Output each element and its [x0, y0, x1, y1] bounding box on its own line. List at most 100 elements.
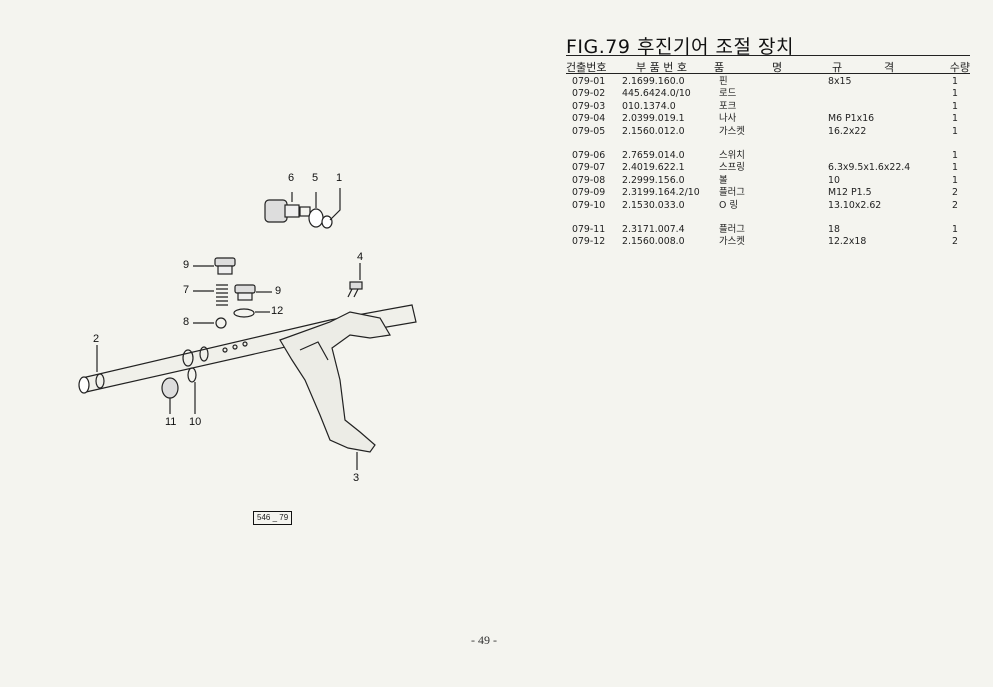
callout-11: 11 — [165, 416, 177, 428]
fork-part — [279, 311, 391, 470]
row-part-no: 2.1560.012.0 — [622, 125, 685, 137]
row-qty: 1 — [952, 223, 958, 235]
callout-12: 12 — [271, 305, 284, 317]
callout-1: 1 — [336, 172, 343, 184]
row-spec: 6.3x9.5x1.6x22.4 — [828, 162, 911, 174]
row-name: 핀 — [719, 76, 728, 87]
row-no: 079-08 — [572, 174, 606, 186]
header-no: 건출번호 — [566, 61, 607, 74]
row-qty: 1 — [952, 125, 958, 137]
row-qty: 1 — [952, 88, 958, 100]
row-spec: 10 — [828, 174, 840, 186]
row-qty: 2 — [952, 187, 958, 199]
row-name: 플러그 — [719, 187, 745, 199]
row-no: 079-12 — [572, 236, 606, 248]
table-row: 079-11 2.3171.007.4 플러그 18 1 — [566, 224, 970, 236]
spring-part — [193, 284, 228, 306]
table-row: 079-06 2.7659.014.0 스위치 1 — [566, 150, 970, 162]
row-no: 079-06 — [572, 149, 606, 161]
row-qty: 1 — [952, 76, 958, 87]
header-name-b: 명 — [772, 61, 783, 74]
row-no: 079-09 — [572, 187, 606, 199]
row-part-no: 2.1530.033.0 — [622, 199, 685, 211]
row-name: 로드 — [719, 88, 737, 100]
row-part-no: 2.2999.156.0 — [622, 174, 685, 186]
row-qty: 1 — [952, 113, 958, 125]
screw-part — [347, 263, 363, 298]
row-spec: 13.10x2.62 — [828, 199, 882, 211]
row-part-no: 2.0399.019.1 — [622, 113, 685, 125]
table-row: 079-08 2.2999.156.0 볼 10 1 — [566, 175, 970, 187]
table-row: 079-05 2.1560.012.0 가스켓 16.2x22 1 — [566, 126, 970, 138]
callout-2: 2 — [93, 333, 100, 345]
callout-7: 7 — [183, 284, 190, 296]
row-qty: 1 — [952, 149, 958, 161]
row-spec: 8x15 — [828, 76, 852, 87]
row-no: 079-02 — [572, 88, 606, 100]
row-part-no: 2.3199.164.2/10 — [622, 187, 700, 199]
row-name: O 링 — [719, 199, 738, 211]
table-row: 079-03 010.1374.0 포크 1 — [566, 101, 970, 113]
row-spec: 18 — [828, 223, 840, 235]
row-no: 079-03 — [572, 100, 606, 112]
parts-table: 079-01 2.1699.160.0 핀 8x15 1 079-02 445.… — [566, 76, 970, 249]
row-qty: 1 — [952, 100, 958, 112]
row-qty: 1 — [952, 174, 958, 186]
row-name: 스위치 — [719, 149, 745, 161]
callout-5: 5 — [312, 172, 319, 184]
row-qty: 2 — [952, 236, 958, 248]
figure-title: FIG.79 후진기어 조절 장치 — [566, 36, 794, 58]
row-no: 079-11 — [572, 223, 606, 235]
callout-3: 3 — [353, 472, 360, 484]
row-part-no: 010.1374.0 — [622, 100, 676, 112]
gasket-part — [233, 308, 255, 318]
table-header: 건출번호 부 품 번 호 품 명 규 격 수량 — [566, 59, 970, 74]
row-name: 나사 — [719, 113, 737, 125]
table-row: 079-07 2.4019.622.1 스프링 6.3x9.5x1.6x22.4… — [566, 162, 970, 174]
row-no: 079-04 — [572, 113, 606, 125]
row-no: 079-10 — [572, 199, 606, 211]
callout-8: 8 — [183, 316, 190, 328]
row-no: 079-07 — [572, 162, 606, 174]
table-row: 079-01 2.1699.160.0 핀 8x15 1 — [566, 76, 970, 88]
table-row: 079-10 2.1530.033.0 O 링 13.10x2.62 2 — [566, 200, 970, 212]
callout-6: 6 — [288, 172, 295, 184]
figure-code: 546 _ 79 — [253, 511, 293, 525]
title-rule — [566, 55, 970, 56]
table-row: 079-02 445.6424.0/10 로드 1 — [566, 88, 970, 100]
callout-9-top: 9 — [183, 259, 190, 271]
row-no: 079-01 — [572, 76, 606, 87]
row-spec: 12.2x18 — [828, 236, 867, 248]
plug-oring-parts — [161, 367, 197, 414]
header-qty: 수량 — [949, 61, 970, 74]
row-part-no: 445.6424.0/10 — [622, 88, 691, 100]
table-row: 079-12 2.1560.008.0 가스켓 12.2x18 2 — [566, 236, 970, 248]
row-name: 가스켓 — [719, 125, 745, 137]
header-spec-b: 격 — [884, 61, 895, 74]
row-spec: 16.2x22 — [828, 125, 867, 137]
row-qty: 1 — [952, 162, 958, 174]
callout-9-right: 9 — [275, 285, 282, 297]
callout-10: 10 — [189, 416, 202, 428]
header-name-a: 품 — [714, 61, 725, 74]
callout-4: 4 — [357, 251, 364, 263]
header-part-no: 부 품 번 호 — [636, 61, 687, 74]
row-spec: M6 P1x16 — [828, 113, 875, 125]
row-name: 스프링 — [719, 162, 745, 174]
row-qty: 2 — [952, 199, 958, 211]
plug-part-2 — [234, 284, 272, 301]
ball-part — [215, 317, 227, 329]
row-name: 플러그 — [719, 223, 745, 235]
row-part-no: 2.1699.160.0 — [622, 76, 685, 87]
row-part-no: 2.3171.007.4 — [622, 223, 685, 235]
table-row: 079-04 2.0399.019.1 나사 M6 P1x16 1 — [566, 113, 970, 125]
row-part-no: 2.1560.008.0 — [622, 236, 685, 248]
row-part-no: 2.7659.014.0 — [622, 149, 685, 161]
header-spec-a: 규 — [832, 61, 843, 74]
row-no: 079-05 — [572, 125, 606, 137]
header-rule — [566, 73, 970, 74]
table-row: 079-09 2.3199.164.2/10 플러그 M12 P1.5 2 — [566, 187, 970, 199]
row-name: 포크 — [719, 100, 737, 112]
row-name: 가스켓 — [719, 236, 745, 248]
